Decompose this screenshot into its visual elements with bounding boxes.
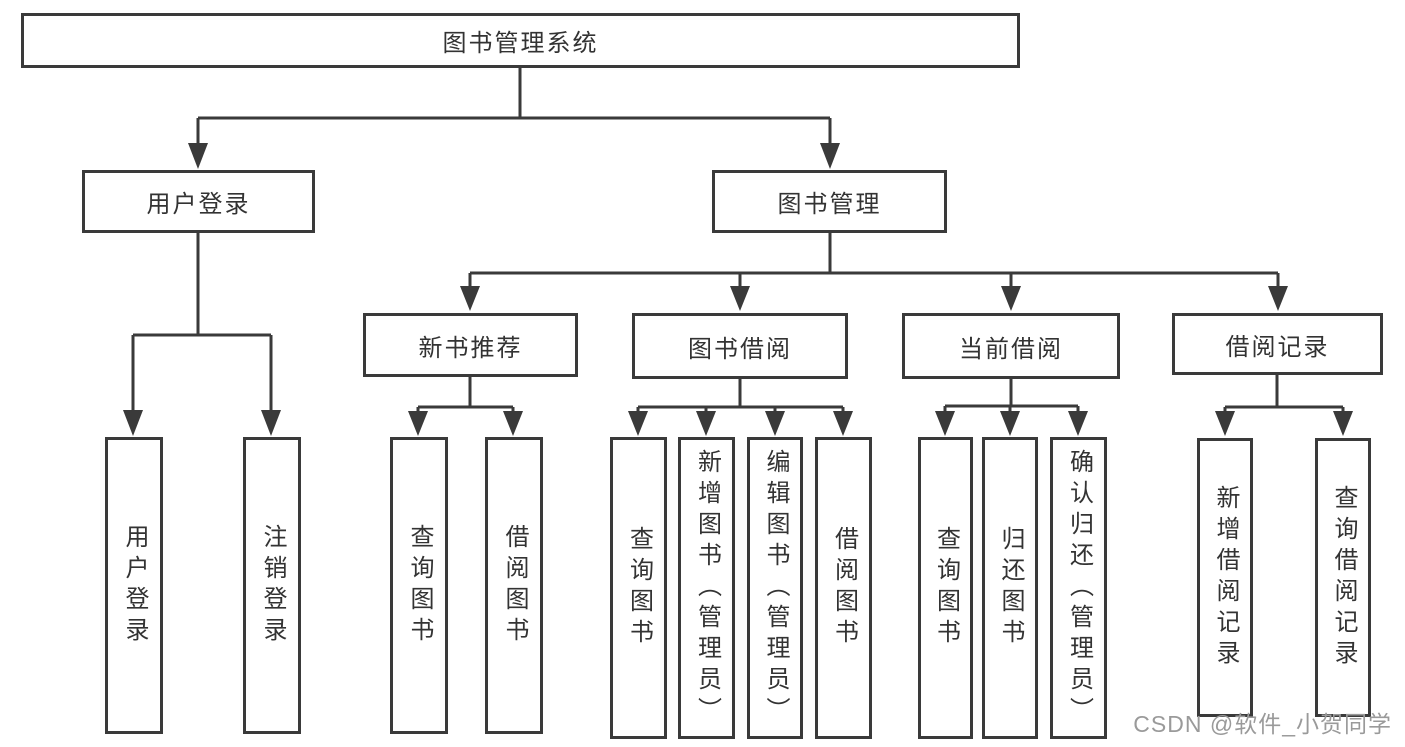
- node-borrow-records: 借阅记录: [1172, 313, 1383, 375]
- leaf-current-query-books: 查询图书: [918, 437, 973, 739]
- node-book-management: 图书管理: [712, 170, 947, 233]
- leaf-add-borrow-record: 新增借阅记录: [1197, 438, 1253, 717]
- node-library-system: 图书管理系统: [21, 13, 1020, 68]
- leaf-edit-books-admin: 编辑图书（管理员）: [747, 437, 803, 739]
- leaf-newbooks-borrow-books: 借阅图书: [485, 437, 543, 734]
- node-new-book-recommend: 新书推荐: [363, 313, 578, 377]
- leaf-borrow-query-books: 查询图书: [610, 437, 667, 739]
- leaf-newbooks-query-books: 查询图书: [390, 437, 448, 734]
- leaf-user-login: 用户登录: [105, 437, 163, 734]
- leaf-query-borrow-record: 查询借阅记录: [1315, 438, 1371, 717]
- node-current-borrow: 当前借阅: [902, 313, 1120, 379]
- leaf-borrow-borrow-books: 借阅图书: [815, 437, 872, 739]
- leaf-return-books: 归还图书: [982, 437, 1038, 739]
- node-book-borrow: 图书借阅: [632, 313, 848, 379]
- node-user-login: 用户登录: [82, 170, 315, 233]
- leaf-add-books-admin: 新增图书（管理员）: [678, 437, 735, 739]
- leaf-confirm-return-admin: 确认归还（管理员）: [1050, 437, 1107, 739]
- leaf-logout: 注销登录: [243, 437, 301, 734]
- csdn-watermark: CSDN @软件_小贺同学: [1133, 711, 1392, 737]
